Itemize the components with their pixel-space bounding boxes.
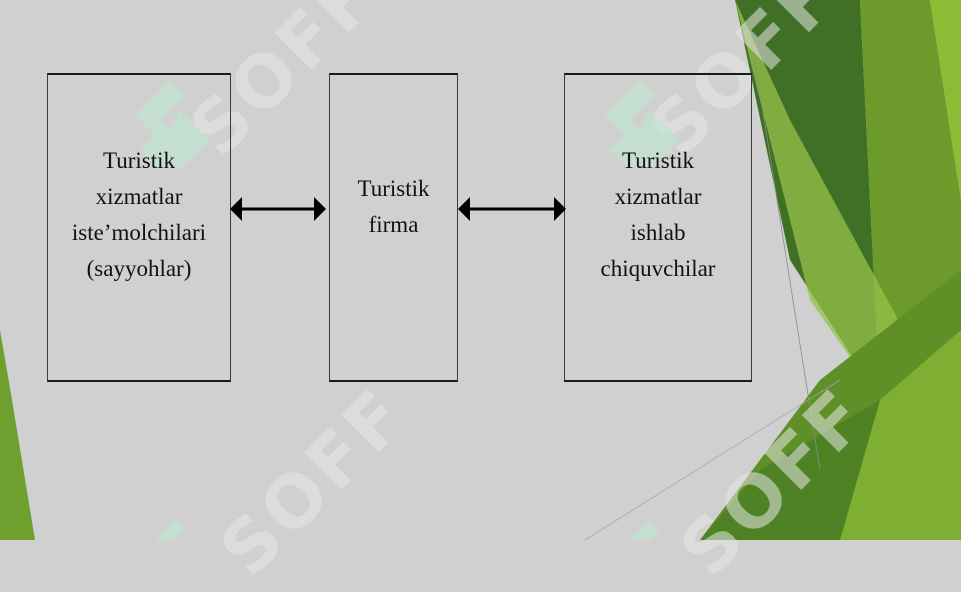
box-line: xizmatlar [614, 184, 702, 209]
right-light-green-shape [735, 0, 920, 400]
box-line: (sayyohlar) [86, 256, 192, 281]
watermark-logo-icon [630, 520, 660, 540]
box-line: xizmatlar [95, 184, 183, 209]
right-green-lower-c [700, 400, 880, 540]
watermark-logo-icon [135, 80, 210, 170]
tourist-firm-box: Turistik firma [329, 73, 458, 382]
producers-box-text: Turistik xizmatlar ishlab chiquvchilar [565, 143, 751, 287]
thin-line-2 [584, 379, 841, 540]
box-line: firma [368, 212, 419, 237]
watermark-logo-icon [605, 80, 680, 170]
thin-line-1 [749, 29, 821, 471]
double-arrow-left [230, 197, 326, 221]
right-green-shape-b [930, 0, 961, 200]
box-line: Turistik [357, 176, 430, 201]
box-line: chiquvchilar [600, 256, 716, 281]
box-line: Turistik [102, 148, 176, 173]
tourist-firm-box-text: Turistik firma [330, 171, 457, 243]
producers-box: Turistik xizmatlar ishlab chiquvchilar [564, 73, 752, 382]
box-line: iste’molchilari [71, 220, 207, 245]
consumers-box-text: Turistik xizmatlar iste’molchilari (sayy… [48, 143, 230, 287]
box-line: ishlab [630, 220, 686, 245]
consumers-box: Turistik xizmatlar iste’molchilari (sayy… [47, 73, 231, 382]
double-arrow-right [458, 197, 566, 221]
box-line: Turistik [621, 148, 695, 173]
watermark-logo-icon [155, 520, 185, 540]
decorative-background [0, 0, 961, 540]
left-green-sliver [0, 330, 35, 540]
right-green-lower-b [840, 330, 961, 540]
